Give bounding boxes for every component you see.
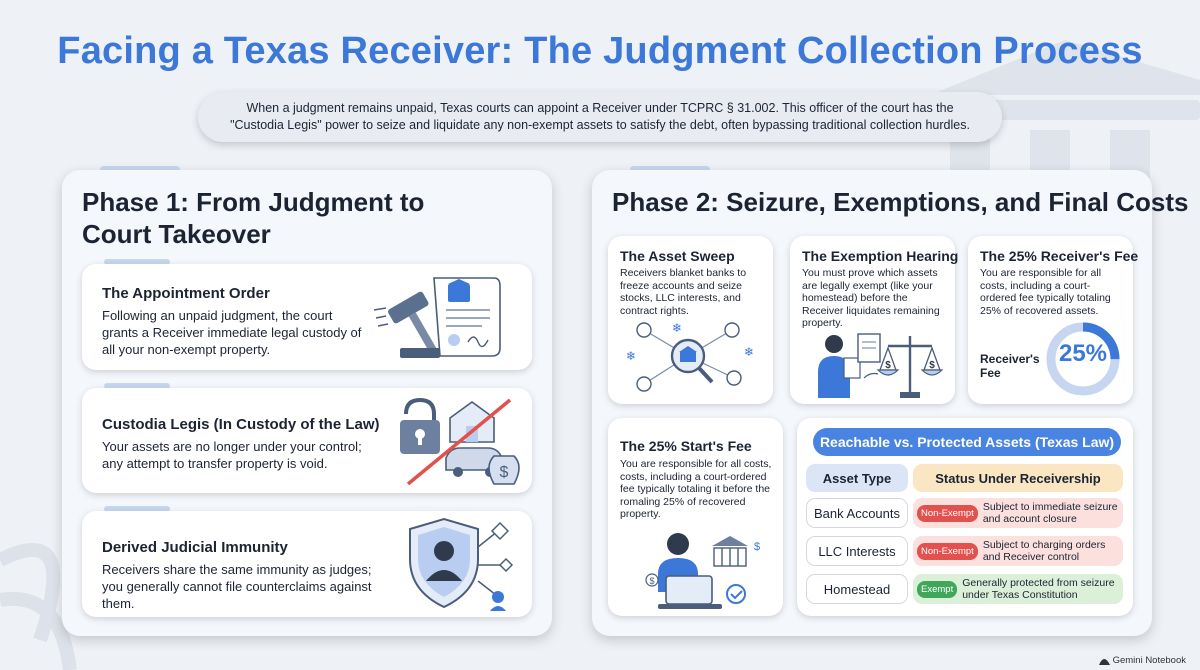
custodia-legis-card: Custodia Legis (In Custody of the Law) Y… [82,388,532,493]
intro-line-1: When a judgment remains unpaid, Texas co… [246,101,954,115]
card-body: You must prove which assets are legally … [802,267,940,329]
fee-progress-ring [1046,322,1120,396]
phase1-title: Phase 1: From Judgment to Court Takeover [82,187,425,249]
svg-text:❄: ❄ [744,345,754,359]
table-row-status: Non-Exempt Subject to charging orders an… [913,536,1123,566]
svg-text:$: $ [649,576,654,586]
table-row-asset: Bank Accounts [806,498,908,528]
starts-fee-card: The 25% Start's Fee You are responsible … [608,418,783,616]
phase2-title: Phase 2: Seizure, Exemptions, and Final … [612,187,1189,217]
card-body: You are responsible for all costs, costs… [620,458,772,520]
card-heading: The 25% Receiver's Fee [980,248,1139,264]
status-text: Subject to immediate seizure and account… [982,501,1118,525]
exemption-hearing-card: The Exemption Hearing You must prove whi… [790,236,959,404]
asset-sweep-icon: ❄ ❄ ❄ [626,321,754,392]
asset-sweep-card: The Asset Sweep Receivers blanket banks … [608,236,773,404]
svg-text:❄: ❄ [672,321,682,335]
svg-text:$: $ [500,464,509,481]
table-row-asset: Homestead [806,574,908,604]
svg-text:$: $ [885,360,891,371]
card-body: Receivers blanket banks to freeze accoun… [620,267,747,317]
table-header-asset-type: Asset Type [806,464,908,492]
notebook-logo-icon [1098,659,1110,665]
card-body: Your assets are no longer under your con… [102,439,362,471]
receivers-fee-card: The 25% Receiver's Fee You are responsib… [968,236,1138,404]
table-row-status: Non-Exempt Subject to immediate seizure … [913,498,1123,528]
table-title: Reachable vs. Protected Assets (Texas La… [813,428,1121,456]
scales-icon: $ $ [818,333,944,398]
intro-banner: When a judgment remains unpaid, Texas co… [198,92,1002,142]
svg-text:$: $ [754,541,760,553]
judicial-immunity-card: Derived Judicial Immunity Receivers shar… [82,511,532,617]
card-tab [104,383,170,389]
card-heading: Custodia Legis (In Custody of the Law) [102,416,380,433]
appointment-order-card: The Appointment Order Following an unpai… [82,264,532,370]
table-row-asset: LLC Interests [806,536,908,566]
gavel-document-icon [373,277,501,358]
fee-ring-arc [1046,322,1120,396]
card-heading: The Asset Sweep [620,248,735,264]
phase1-tab [100,166,180,173]
non-exempt-badge: Non-Exempt [917,504,978,522]
locked-assets-icon: $ [400,397,520,486]
shield-judge-icon [409,517,514,611]
intro-line-2: "Custodia Legis" power to seize and liqu… [230,118,970,132]
table-row-status: Exempt Generally protected from seizure … [913,574,1123,604]
card-body: Receivers share the same immunity as jud… [102,562,372,611]
person-laptop-icon: $ $ [645,533,760,609]
card-heading: The Exemption Hearing [802,248,959,264]
status-text: Subject to charging orders and Receiver … [982,539,1106,563]
card-heading: The 25% Start's Fee [620,438,752,454]
card-tab [104,259,170,265]
table-header-status: Status Under Receivership [913,464,1123,492]
non-exempt-badge: Non-Exempt [917,542,978,560]
card-tab [104,506,170,512]
fee-label: Receiver's Fee [980,352,1040,380]
svg-text:$: $ [929,360,935,371]
footer-brand: Gemini Notebook [1098,655,1186,666]
card-body: Following an unpaid judgment, the court … [102,308,362,357]
status-text: Generally protected from seizure under T… [962,577,1115,601]
card-body: You are responsible for all costs, inclu… [980,267,1111,317]
card-heading: The Appointment Order [102,285,270,302]
card-heading: Derived Judicial Immunity [102,539,288,556]
phase2-tab [630,166,710,173]
exempt-badge: Exempt [917,580,958,598]
svg-text:❄: ❄ [626,349,636,363]
page-title: Facing a Texas Receiver: The Judgment Co… [57,30,1143,72]
footer-text: Gemini Notebook [1112,655,1186,666]
fee-percentage: 25% [1058,340,1108,367]
